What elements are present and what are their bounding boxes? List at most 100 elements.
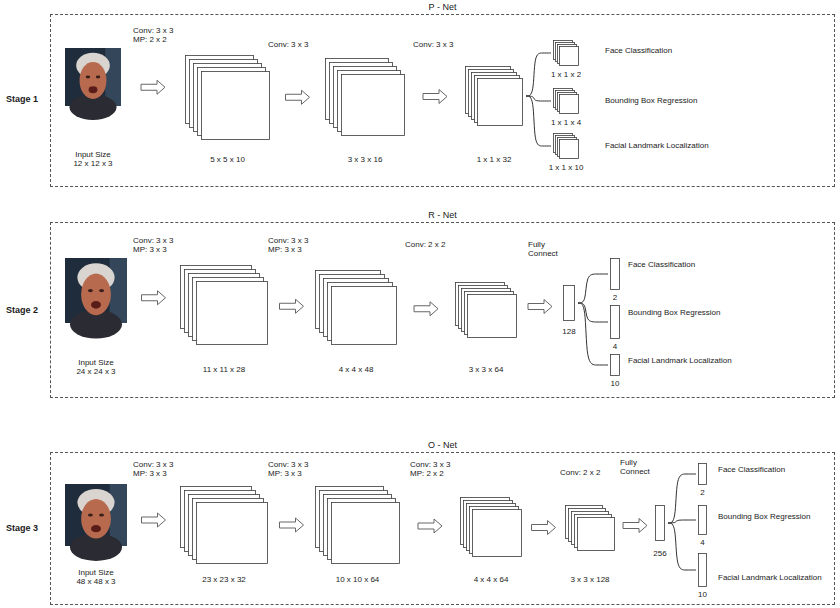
layer-arrow [141,80,165,94]
dimension-label: 1 x 1 x 32 [477,155,512,164]
output-vector-outline [698,505,707,535]
output-vector-outline [698,463,707,485]
layer-operation: Fully Connect [528,240,574,258]
dimension-label: 3 x 3 x 128 [570,575,609,584]
output-vector-outline [698,553,707,587]
dimension-label: 1 x 1 x 10 [549,163,584,172]
layer-arrow [423,90,447,104]
output-vector: Face Classification2 [698,463,707,485]
stage-title: P - Net [51,2,834,12]
layer-arrow [414,302,438,316]
input-face-image-outline [65,48,121,106]
fully-connected-vector: 256 [655,505,665,541]
output-vector: Facial Landmark Localization10 [610,354,620,376]
stage-title: O - Net [51,440,834,450]
layer-operation: Conv: 2 x 2 [405,240,451,249]
dimension-label: 10 x 10 x 64 [336,575,380,584]
output-name: Face Classification [628,260,695,269]
stage-title: R - Net [51,210,834,220]
feature-map-stack: 4 x 4 x 64 [460,497,522,557]
output-vector: Face Classification2 [610,258,620,290]
dimension-label: 1 x 1 x 4 [551,118,581,127]
layer-operation: Fully Connect [620,458,666,476]
output-map-outline [553,133,579,159]
output-map: Bounding Box Regression1 x 1 x 4 [553,88,579,114]
fully-connected-vector: 128 [563,285,575,321]
output-name: Bounding Box Regression [605,96,698,105]
output-vector: Bounding Box Regression4 [698,505,707,535]
output-vector: Bounding Box Regression4 [610,305,620,339]
dimension-label: 3 x 3 x 16 [348,155,383,164]
output-name: Face Classification [605,46,672,55]
layer-operation: Conv: 3 x 3 MP: 2 x 2 [133,26,179,44]
layer-operation: Conv: 3 x 3 MP: 3 x 3 [268,460,314,478]
layer-operation: Conv: 3 x 3 MP: 2 x 2 [410,460,456,478]
layer-arrow [286,90,310,104]
layer-arrow [418,519,442,533]
feature-map-stack-outline [325,58,405,136]
dimension-label: 10 [698,590,707,599]
input-face-image: Input Size 12 x 12 x 3 [65,48,121,106]
input-size-label: Input Size 12 x 12 x 3 [71,150,115,168]
dimension-label: 1 x 1 x 2 [551,70,581,79]
output-map: Face Classification1 x 1 x 2 [553,40,579,66]
feature-map-stack: 4 x 4 x 48 [315,270,397,345]
feature-map-stack-outline [185,55,270,140]
output-vector-outline [610,354,620,376]
output-brace [668,520,696,523]
dimension-label: 23 x 23 x 32 [202,575,246,584]
layer-arrow [528,300,552,314]
layer-operation: Conv: 3 x 3 [268,40,314,49]
output-brace [578,274,608,303]
feature-map-stack-outline [180,265,268,345]
feature-map-stack: 5 x 5 x 10 [185,55,270,140]
stage-label: Stage 1 [6,94,38,104]
output-vector-outline [610,305,620,339]
dimension-label: 2 [700,488,704,497]
input-face-image-outline [65,484,127,546]
feature-map-stack: 10 x 10 x 64 [315,486,400,564]
dimension-label: 4 [700,538,704,547]
input-size-label: Input Size 48 x 48 x 3 [74,568,118,586]
fully-connected-vector-outline [655,505,665,541]
output-brace [526,53,551,96]
output-vector-outline [610,258,620,290]
layer-operation: Conv: 3 x 3 [413,40,459,49]
network-stage: P - NetInput Size 12 x 12 x 35 x 5 x 103… [50,14,835,187]
output-brace [668,523,696,570]
feature-map-stack-outline [455,282,517,338]
dimension-label: 4 [613,342,617,351]
dimension-label: 10 [611,379,620,388]
dimension-label: 5 x 5 x 10 [210,155,245,164]
feature-map-stack-outline [180,486,268,564]
feature-map-stack-outline [460,497,522,557]
output-map-outline [553,40,579,66]
feature-map-stack-outline [315,486,400,564]
dimension-label: 4 x 4 x 64 [474,575,509,584]
output-vector: Facial Landmark Localization10 [698,553,707,587]
layer-arrow [142,513,166,527]
input-face-image-outline [65,258,127,323]
feature-map-stack: 3 x 3 x 128 [565,505,615,551]
layer-operation: Conv: 2 x 2 [560,468,606,477]
dimension-label: 128 [562,327,575,336]
output-name: Facial Landmark Localization [628,356,732,365]
feature-map-stack-outline [465,66,523,126]
layer-arrow [280,299,304,313]
stage-label: Stage 2 [6,305,38,315]
output-name: Facial Landmark Localization [718,573,822,582]
layer-arrow [623,519,647,533]
layer-operation: Conv: 3 x 3 MP: 3 x 3 [133,460,179,478]
input-face-image: Input Size 48 x 48 x 3 [65,484,127,546]
output-name: Face Classification [718,465,785,474]
layer-arrow [280,518,304,532]
dimension-label: 4 x 4 x 48 [339,365,374,374]
layer-operation: Conv: 3 x 3 MP: 3 x 3 [133,236,179,254]
feature-map-stack-outline [315,270,397,345]
dimension-label: 256 [653,549,666,558]
fully-connected-vector-outline [563,285,575,321]
output-name: Bounding Box Regression [718,512,811,521]
feature-map-stack: 3 x 3 x 16 [325,58,405,136]
output-brace [578,303,608,365]
